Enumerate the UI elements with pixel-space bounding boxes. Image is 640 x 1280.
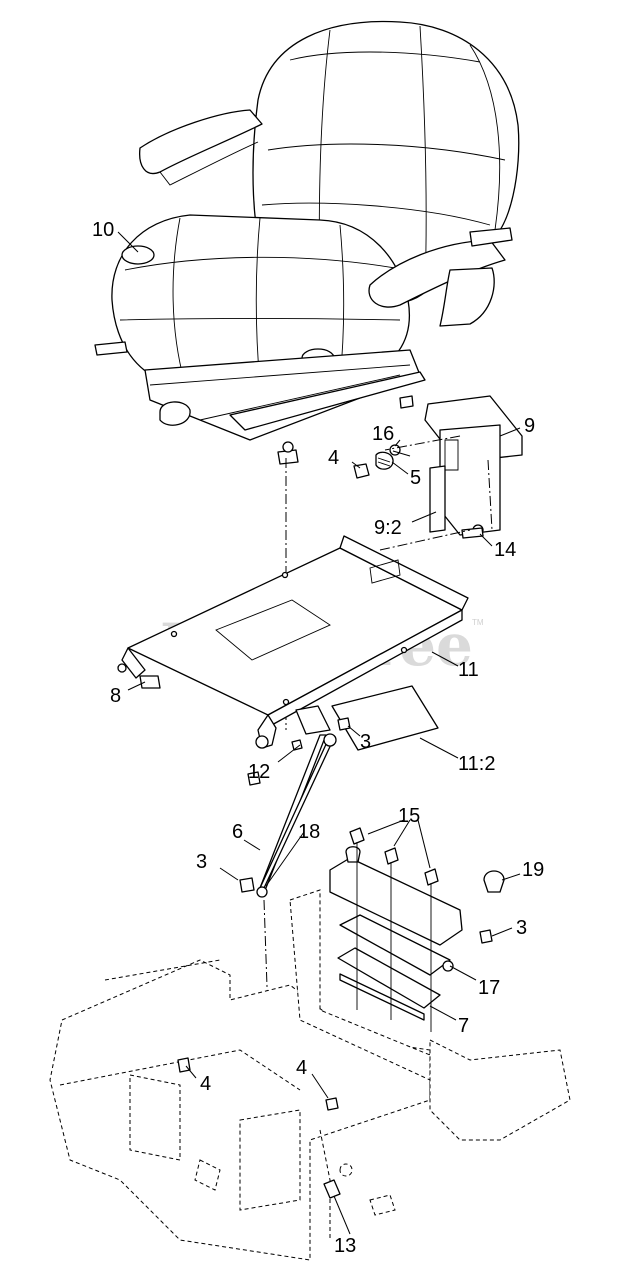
mower-frame xyxy=(49,889,571,1261)
callout-18: 18 xyxy=(298,821,320,843)
callout-15: 15 xyxy=(398,805,420,827)
decal-label xyxy=(331,685,439,751)
callout-9: 9 xyxy=(524,415,535,437)
callout-9-2: 9:2 xyxy=(374,517,402,539)
callout-14: 14 xyxy=(494,539,516,561)
callout-3-plate: 3 xyxy=(360,731,371,753)
callout-6: 6 xyxy=(232,821,243,843)
callout-3-left: 3 xyxy=(196,851,207,873)
callout-17: 17 xyxy=(478,977,500,999)
seat-mounting-plate xyxy=(117,535,469,749)
callout-7: 7 xyxy=(458,1015,469,1037)
bolts-15 xyxy=(349,827,439,1032)
callout-11: 11 xyxy=(458,659,479,681)
callout-13: 13 xyxy=(334,1235,356,1257)
callout-4-left: 4 xyxy=(200,1073,211,1095)
callout-19: 19 xyxy=(522,859,544,881)
callout-16: 16 xyxy=(372,423,394,445)
callout-12: 12 xyxy=(248,761,270,783)
support-rod xyxy=(239,733,337,898)
seat-slide-bracket xyxy=(424,395,523,536)
seat-assembly xyxy=(94,20,520,465)
callout-8: 8 xyxy=(110,685,121,707)
callout-4-center: 4 xyxy=(296,1057,307,1079)
callout-4-top: 4 xyxy=(328,447,339,469)
callout-3-right: 3 xyxy=(516,917,527,939)
callout-11-2: 11:2 xyxy=(458,753,495,775)
callout-5: 5 xyxy=(410,467,421,489)
watermark-tm: TM xyxy=(472,618,484,627)
bolt-8 xyxy=(139,675,161,689)
knob-19 xyxy=(483,870,505,893)
mounting-bracket xyxy=(329,846,463,1021)
callout-10: 10 xyxy=(92,219,114,241)
spring-hardware xyxy=(353,444,401,479)
